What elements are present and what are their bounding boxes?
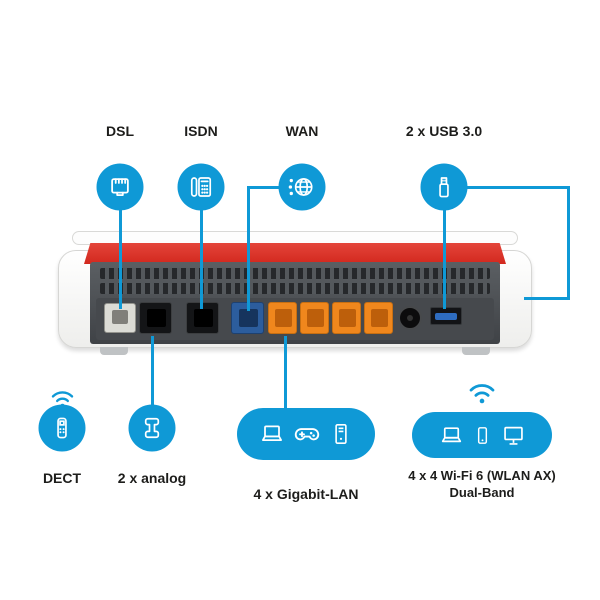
power-pin-hole	[407, 315, 413, 321]
phone-port-1	[139, 302, 172, 334]
connector-line-usb-side	[524, 296, 570, 300]
globe-network-icon	[288, 178, 313, 196]
router-foot	[462, 347, 490, 355]
usb-port	[430, 307, 462, 325]
callout-label-dect: DECT	[42, 470, 82, 486]
lan-port-3	[332, 302, 361, 334]
router-foot	[100, 347, 128, 355]
usb-stick-icon	[439, 177, 449, 198]
callout-label-gigabit-lan: 4 x Gigabit-LAN	[253, 486, 359, 502]
callout-label-wifi-line1: 4 x 4 Wi-Fi 6 (WLAN AX)	[408, 468, 556, 483]
port-opening	[275, 309, 292, 327]
connector-line-wan	[248, 185, 281, 189]
callout-label-isdn: ISDN	[184, 123, 218, 139]
vent-grille-row	[100, 268, 490, 279]
lan-port-2	[300, 302, 329, 334]
cordless-phone-icon	[57, 417, 67, 439]
monitor-icon	[503, 426, 523, 445]
callout-label-usb: 2 x USB 3.0	[405, 123, 483, 139]
callout-badge-wan	[278, 163, 326, 211]
laptop-icon	[262, 425, 282, 441]
usb-port-tongue	[435, 313, 457, 320]
laptop-icon	[441, 426, 461, 442]
port-opening	[339, 309, 356, 327]
phone-port-2	[186, 302, 219, 334]
port-opening	[194, 309, 213, 327]
telephone-handset-icon	[144, 417, 160, 439]
callout-label-wan: WAN	[285, 123, 319, 139]
connector-line-isdn	[199, 209, 203, 309]
callout-badge-dect	[38, 404, 86, 452]
callout-badge-isdn	[177, 163, 225, 211]
power-socket	[398, 306, 422, 330]
connector-line-analog	[150, 336, 154, 406]
callout-badge-dsl	[96, 163, 144, 211]
lan-port-1	[268, 302, 297, 334]
connector-line-lan	[283, 336, 287, 410]
callout-label-wifi-line2: Dual-Band	[449, 485, 515, 500]
callout-badge-usb	[420, 163, 468, 211]
gamepad-icon	[294, 428, 320, 441]
port-opening	[371, 309, 388, 327]
desk-phone-icon	[190, 177, 212, 197]
port-opening	[239, 309, 258, 327]
rj45-jack-icon	[111, 178, 129, 196]
connector-line-usb-side	[567, 185, 570, 300]
lan-port-4	[364, 302, 393, 334]
router-red-stripe	[84, 243, 506, 264]
connector-line-dsl	[118, 209, 122, 309]
callout-badge-gigabit-lan	[237, 408, 375, 460]
callout-badge-wifi	[412, 412, 552, 458]
smartphone-icon	[477, 426, 487, 444]
port-opening	[112, 310, 128, 324]
callout-label-dsl: DSL	[106, 123, 134, 139]
port-opening	[147, 309, 166, 327]
wifi-wireless-waves	[463, 378, 501, 411]
callout-badge-analog	[128, 404, 176, 452]
connector-line-usb-side	[466, 185, 570, 189]
connector-line-usb-rear	[442, 209, 446, 309]
computer-tower-icon	[335, 423, 347, 445]
connector-line-wan	[246, 185, 250, 311]
callout-label-analog: 2 x analog	[117, 470, 187, 486]
wifi-waves-icon	[469, 384, 495, 404]
vent-grille-row	[100, 283, 490, 294]
router-top-edge	[72, 231, 518, 245]
port-opening	[307, 309, 324, 327]
